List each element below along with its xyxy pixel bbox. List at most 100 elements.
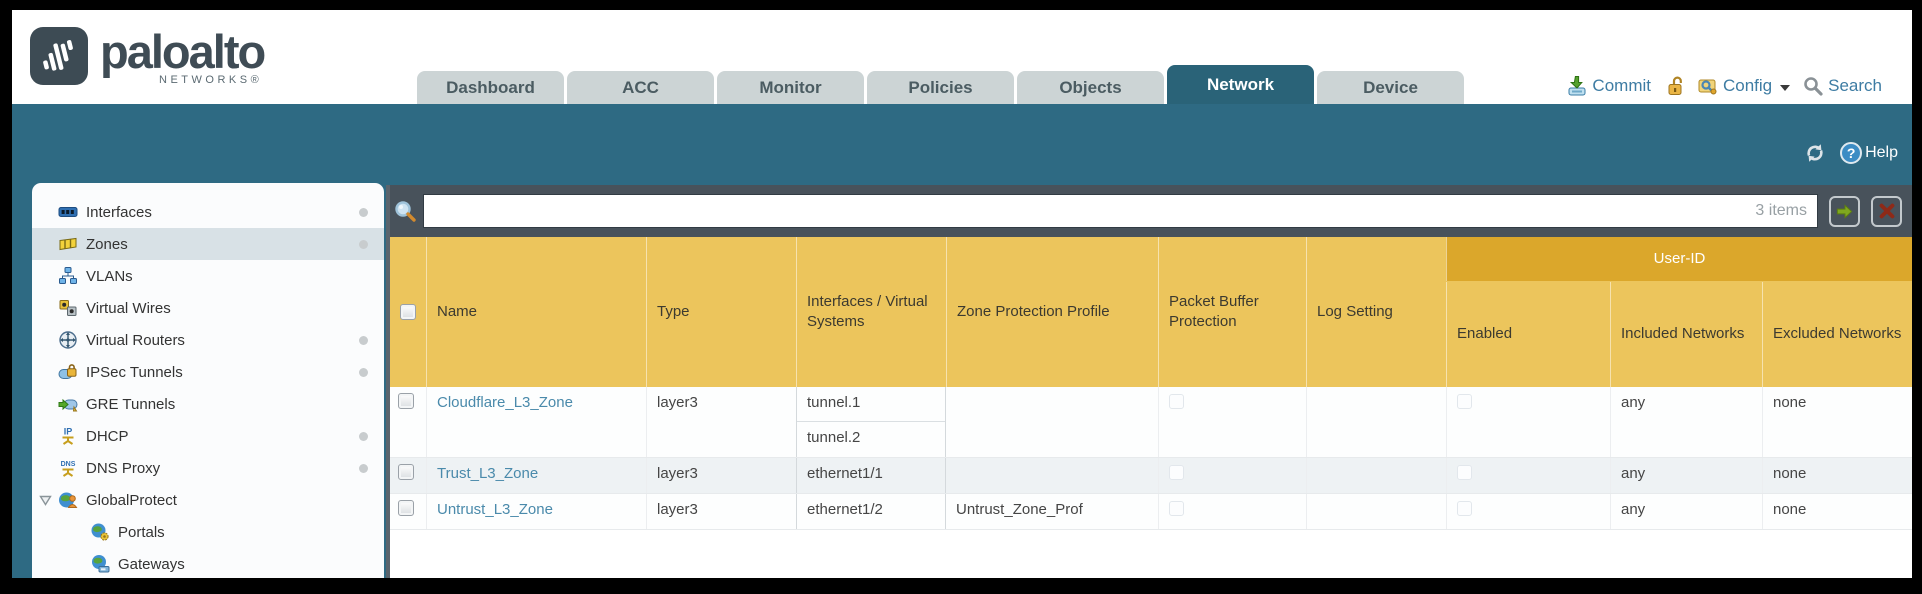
tab-acc[interactable]: ACC bbox=[567, 71, 714, 104]
sidebar-item-dhcp[interactable]: IP DHCP bbox=[32, 420, 384, 452]
sidebar-item-label: Virtual Routers bbox=[86, 331, 185, 349]
row-checkbox[interactable] bbox=[398, 393, 414, 409]
log-setting-cell bbox=[1306, 387, 1446, 457]
main-area: ? Help Interfaces Zones VLANs Virtual Wi… bbox=[12, 104, 1912, 578]
excluded-networks-cell: none bbox=[1762, 458, 1912, 493]
col-header-included-networks[interactable]: Included Networks bbox=[1610, 282, 1762, 387]
col-header-packet-buffer[interactable]: Packet Buffer Protection bbox=[1158, 237, 1306, 387]
global-actions: Commit Config Search bbox=[1556, 75, 1886, 97]
user-id-column-group: User-ID Enabled Included Networks Exclud… bbox=[1446, 237, 1912, 387]
status-dot bbox=[359, 432, 368, 441]
sidebar-item-virtual-wires[interactable]: Virtual Wires bbox=[32, 292, 384, 324]
ipsec-tunnels-icon bbox=[58, 362, 78, 382]
tab-objects[interactable]: Objects bbox=[1017, 71, 1164, 104]
sidebar-item-ipsec-tunnels[interactable]: IPSec Tunnels bbox=[32, 356, 384, 388]
packet-buffer-cell bbox=[1158, 458, 1306, 493]
commit-icon bbox=[1566, 75, 1588, 97]
logo-wordmark: paloalto bbox=[100, 25, 266, 78]
svg-text:DNS: DNS bbox=[61, 461, 76, 468]
zone-interfaces-cell: ethernet1/2 bbox=[796, 494, 946, 529]
log-setting-cell bbox=[1306, 458, 1446, 493]
col-header-log-setting[interactable]: Log Setting bbox=[1306, 237, 1446, 387]
sidebar-item-label: DHCP bbox=[86, 427, 129, 445]
col-header-name[interactable]: Name bbox=[426, 237, 646, 387]
zone-name-cell: Cloudflare_L3_Zone bbox=[426, 387, 646, 457]
sidebar-item-portals[interactable]: Portals bbox=[32, 516, 384, 548]
expander-icon[interactable] bbox=[39, 494, 52, 507]
refresh-icon[interactable] bbox=[1804, 142, 1826, 164]
lock-icon[interactable] bbox=[1665, 75, 1687, 97]
config-menu-button[interactable]: Config bbox=[1722, 76, 1773, 95]
user-id-enabled-checkbox bbox=[1457, 465, 1472, 480]
included-networks-cell: any bbox=[1610, 494, 1762, 529]
filter-input[interactable] bbox=[424, 195, 1756, 227]
user-id-group-header: User-ID bbox=[1446, 237, 1912, 281]
interface-value: ethernet1/1 bbox=[807, 465, 883, 482]
status-dot bbox=[359, 464, 368, 473]
user-id-enabled-cell bbox=[1446, 494, 1610, 529]
items-count: 3 items bbox=[1755, 202, 1807, 219]
logo-text: paloalto NETWORKS® bbox=[100, 23, 266, 86]
zone-name-cell: Trust_L3_Zone bbox=[426, 458, 646, 493]
packet-buffer-checkbox bbox=[1169, 465, 1184, 480]
col-header-enabled[interactable]: Enabled bbox=[1446, 282, 1610, 387]
col-header-interfaces[interactable]: Interfaces / Virtual Systems bbox=[796, 237, 946, 387]
tab-policies[interactable]: Policies bbox=[867, 71, 1014, 104]
packet-buffer-cell bbox=[1158, 387, 1306, 457]
virtual-routers-icon bbox=[58, 330, 78, 350]
row-check-cell bbox=[390, 494, 426, 529]
sidebar-item-virtual-routers[interactable]: Virtual Routers bbox=[32, 324, 384, 356]
apply-filter-button[interactable] bbox=[1829, 195, 1860, 227]
portals-icon bbox=[90, 522, 110, 542]
row-checkbox[interactable] bbox=[398, 464, 414, 480]
clear-filter-button[interactable] bbox=[1871, 195, 1902, 227]
user-id-enabled-checkbox bbox=[1457, 501, 1472, 516]
sidebar-item-label: Virtual Wires bbox=[86, 299, 171, 317]
col-header-excluded-networks[interactable]: Excluded Networks bbox=[1762, 282, 1912, 387]
included-networks-cell: any bbox=[1610, 458, 1762, 493]
sidebar-item-gre-tunnels[interactable]: GRE Tunnels bbox=[32, 388, 384, 420]
col-header-type[interactable]: Type bbox=[646, 237, 796, 387]
sidebar-item-gateways[interactable]: Gateways bbox=[32, 548, 384, 578]
select-all-checkbox[interactable] bbox=[400, 304, 416, 320]
interfaces-icon bbox=[58, 202, 78, 222]
content-panel: 3 items Name Type Interfaces / Virtual S… bbox=[386, 185, 1912, 578]
zone-name-link[interactable]: Cloudflare_L3_Zone bbox=[437, 394, 573, 411]
col-header-zone-protection[interactable]: Zone Protection Profile bbox=[946, 237, 1158, 387]
row-checkbox[interactable] bbox=[398, 500, 414, 516]
interface-value: tunnel.1 bbox=[797, 387, 945, 422]
chevron-down-icon[interactable] bbox=[1780, 85, 1791, 91]
dhcp-icon: IP bbox=[58, 426, 78, 446]
filter-search-icon bbox=[393, 199, 417, 223]
sidebar-item-zones[interactable]: Zones bbox=[32, 228, 384, 260]
network-sidebar: Interfaces Zones VLANs Virtual Wires Vir… bbox=[32, 183, 384, 578]
commit-button[interactable]: Commit bbox=[1592, 76, 1651, 95]
sidebar-item-label: IPSec Tunnels bbox=[86, 363, 183, 381]
sidebar-item-globalprotect[interactable]: GlobalProtect bbox=[32, 484, 384, 516]
row-check-cell bbox=[390, 458, 426, 493]
search-button[interactable]: Search bbox=[1828, 76, 1882, 95]
config-icon bbox=[1697, 75, 1719, 97]
zone-name-link[interactable]: Trust_L3_Zone bbox=[437, 465, 539, 482]
tab-monitor[interactable]: Monitor bbox=[717, 71, 864, 104]
sidebar-item-vlans[interactable]: VLANs bbox=[32, 260, 384, 292]
sidebar-item-dns-proxy[interactable]: DNS DNS Proxy bbox=[32, 452, 384, 484]
packet-buffer-checkbox bbox=[1169, 394, 1184, 409]
help-label[interactable]: Help bbox=[1865, 144, 1898, 161]
tab-dashboard[interactable]: Dashboard bbox=[417, 71, 564, 104]
user-id-enabled-checkbox bbox=[1457, 394, 1472, 409]
tab-network[interactable]: Network bbox=[1167, 65, 1314, 104]
user-id-subheaders: Enabled Included Networks Excluded Netwo… bbox=[1446, 282, 1912, 387]
status-dot bbox=[359, 368, 368, 377]
row-check-cell bbox=[390, 387, 426, 457]
help-icon[interactable]: ? bbox=[1840, 142, 1863, 164]
zones-table: Name Type Interfaces / Virtual Systems Z… bbox=[390, 237, 1912, 578]
sidebar-item-interfaces[interactable]: Interfaces bbox=[32, 196, 384, 228]
tab-device[interactable]: Device bbox=[1317, 71, 1464, 104]
paloalto-logo-icon bbox=[30, 27, 88, 85]
zone-name-link[interactable]: Untrust_L3_Zone bbox=[437, 501, 553, 518]
